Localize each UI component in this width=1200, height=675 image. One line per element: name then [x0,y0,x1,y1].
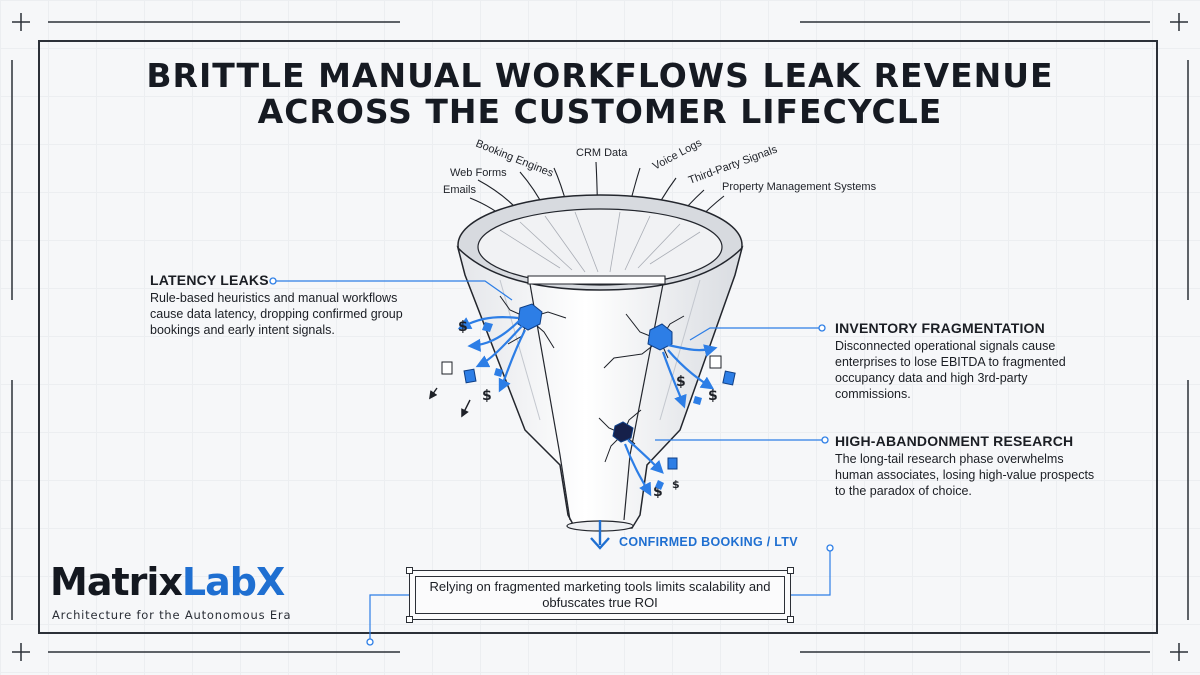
funnel-cracks [499,295,685,463]
source-emails: Emails [443,184,477,196]
brand-name-part2: LabX [181,560,285,604]
callout-latency-title: LATENCY LEAKS [150,272,269,288]
callout-latency-leaks: LATENCY LEAKS Rule-based heuristics and … [150,272,410,338]
svg-text:$: $ [708,388,718,404]
brand-name-part1: Matrix [50,560,183,604]
crack-icon [517,303,673,443]
outcome-label: CONFIRMED BOOKING / LTV [619,535,798,549]
callout-inventory-body: Disconnected operational signals cause e… [835,339,1066,401]
page-title: BRITTLE MANUAL WORKFLOWS LEAK REVENUE AC… [0,58,1200,130]
note-corner-handle [406,616,413,623]
callout-abandonment-body: The long-tail research phase overwhelms … [835,452,1095,498]
note-corner-handle [406,567,413,574]
source-property-management-systems: Property Management Systems [722,181,877,193]
note-connector-dots [366,544,834,646]
title-line-1: BRITTLE MANUAL WORKFLOWS LEAK REVENUE [146,56,1054,95]
source-voice-logs: Voice Logs [651,137,705,173]
outcome-arrow [590,520,610,550]
svg-text:$: $ [458,319,468,335]
callout-abandonment-title: HIGH-ABANDONMENT RESEARCH [835,433,1074,449]
svg-text:$: $ [672,478,680,491]
brand-tagline: Architecture for the Autonomous Era [52,608,292,622]
document-icon [441,355,736,470]
svg-text:$: $ [482,388,492,404]
svg-text:$: $ [653,484,663,500]
note-corner-handle [787,567,794,574]
source-crm-data: CRM Data [576,147,628,159]
leak-arrows-dark [429,387,471,418]
brand-logo: MatrixLabX [50,560,285,604]
note-text: Relying on fragmented marketing tools li… [415,576,785,614]
funnel [456,194,744,532]
dollar-icon: $ $ $ $ $ $ [458,319,718,500]
envelope-icon [482,322,702,490]
callout-leaders [273,280,825,441]
source-labels: Emails Web Forms Booking Engines CRM Dat… [443,137,877,196]
callout-latency-body: Rule-based heuristics and manual workflo… [150,291,403,337]
note-connectors [369,548,831,642]
callout-high-abandonment: HIGH-ABANDONMENT RESEARCH The long-tail … [835,433,1105,499]
callout-inventory-fragmentation: INVENTORY FRAGMENTATION Disconnected ope… [835,320,1105,402]
leader-dots [269,277,829,444]
svg-text:$: $ [676,374,686,390]
source-web-forms: Web Forms [450,167,507,179]
callout-inventory-title: INVENTORY FRAGMENTATION [835,320,1045,336]
title-line-2: ACROSS THE CUSTOMER LIFECYCLE [257,92,943,131]
diagram-frame [38,40,1158,634]
note-box: Relying on fragmented marketing tools li… [406,567,794,623]
leak-arrows [457,316,718,497]
note-corner-handle [787,616,794,623]
